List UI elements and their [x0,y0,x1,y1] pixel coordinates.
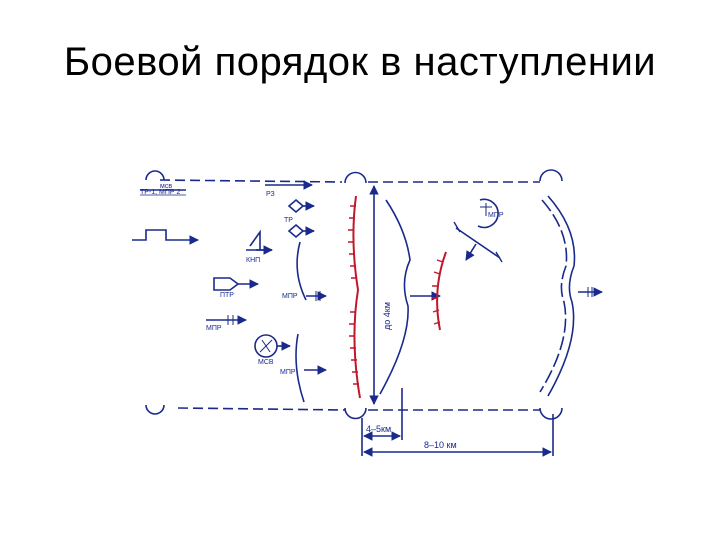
label-mpr-tank: МСВ [258,359,274,366]
boundary-marker-top-left [145,170,165,181]
label-distance-long: 8–10 км [424,440,457,450]
tr-diamond-2 [287,223,305,239]
label-rz: РЗ [266,191,275,198]
mpr-circle-symbol [477,198,499,229]
knp-flag [246,229,272,251]
label-tr: ТР [284,217,293,224]
ptr-symbol [213,277,240,291]
boundary-marker-top-right [539,169,563,182]
label-depth-vertical: до 4км [382,302,392,330]
label-unit-top-a: мсв [160,183,172,190]
tr-diamond-1 [287,198,305,214]
first-echelon-line-upper [296,241,307,301]
top-boundary-line [159,179,343,183]
label-ptr: ПТР [220,292,234,299]
label-distance-short: 4–5км [366,424,391,434]
slide-title: Боевой порядок в наступлении [63,40,657,84]
barrier-symbol [455,227,501,259]
bottom-boundary-line [177,407,346,411]
boundary-marker-bottom-left [145,404,165,415]
label-mpr-mid-lower: МПР [280,369,296,376]
label-mpr-mid-upper: МПР [282,293,298,300]
label-mpr-left: МПР [206,325,222,332]
enemy-position-line [436,251,447,331]
boundary-marker-bottom-right [539,407,563,420]
enemy-front-line [352,195,361,399]
boundary-marker-bottom-mid [344,407,367,420]
boundary-marker-top-mid [344,171,367,184]
label-unit-top-b: ТР-1, МПР 2 [140,189,181,196]
column-symbol [132,229,199,245]
assault-line-middle [379,199,411,395]
first-echelon-line-lower [295,333,305,403]
second-echelon-line-outer [547,195,576,397]
second-echelon-line-inner [539,199,568,393]
label-mpr-circle: МПР [488,212,504,219]
label-knp: КНП [246,257,260,264]
